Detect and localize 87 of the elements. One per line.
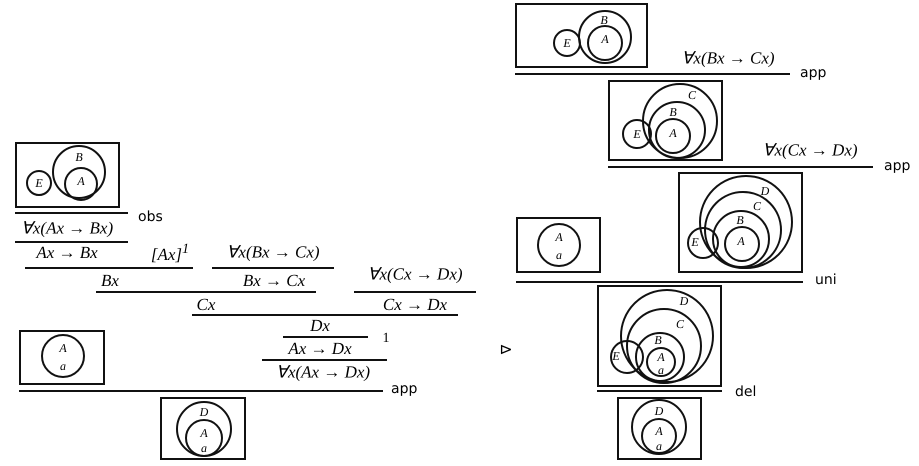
rule-name: app: [884, 158, 910, 174]
diagram-frame: [160, 397, 246, 460]
set-circle: [578, 10, 632, 64]
set-circle: [646, 347, 676, 377]
set-circle: [655, 118, 691, 154]
set-label: A: [59, 342, 67, 354]
set-circle: [642, 83, 718, 159]
set-label: A: [669, 127, 677, 139]
rule-name: app: [391, 381, 418, 397]
formula: ∀x(Bx → Cx): [681, 48, 775, 68]
element-label: a: [656, 440, 662, 452]
diagram-frame: [678, 172, 803, 273]
set-label: A: [601, 33, 609, 45]
diagram-frame: [597, 285, 722, 387]
rule-name: obs: [138, 209, 163, 225]
set-label: E: [633, 128, 641, 140]
formula: ∀x(Ax → Dx): [276, 362, 370, 382]
diagram-frame: [617, 397, 702, 460]
diagram-frame: [515, 3, 648, 68]
set-label: B: [654, 334, 662, 346]
set-circle: [176, 401, 232, 457]
diagram-frame: [608, 80, 723, 161]
formula: Cx: [196, 295, 216, 315]
set-label: A: [77, 175, 85, 187]
set-label: E: [612, 350, 620, 362]
set-label: A: [657, 351, 665, 363]
set-circle: [635, 332, 685, 382]
set-circle: [553, 29, 581, 57]
set-circle: [641, 418, 677, 454]
set-label: E: [691, 236, 699, 248]
formula: Dx: [310, 316, 330, 336]
set-circle: [712, 210, 770, 268]
formula: Ax → Bx: [36, 243, 98, 263]
set-circle: [41, 334, 85, 378]
set-circle: [587, 25, 623, 61]
formula: ∀x(Ax → Bx): [20, 218, 114, 238]
set-circle: [26, 170, 52, 196]
set-circle: [626, 308, 702, 384]
set-label: A: [555, 231, 563, 243]
rule-name: del: [735, 384, 756, 400]
set-label: B: [75, 151, 83, 163]
diagram-frame: [15, 142, 120, 208]
element-label: a: [201, 442, 207, 454]
formula: Cx → Dx: [382, 295, 448, 315]
set-label: A: [737, 235, 745, 247]
set-label: B: [600, 14, 608, 26]
set-label: C: [688, 89, 696, 101]
set-circle: [537, 223, 581, 267]
element-label: a: [60, 360, 66, 372]
element-label: a: [556, 249, 562, 261]
set-label: B: [736, 214, 744, 226]
set-circle: [631, 399, 687, 455]
formula: [Ax]$^{1}$: [150, 241, 190, 265]
set-label: C: [753, 200, 761, 212]
set-label: D: [760, 185, 770, 197]
set-circle: [52, 145, 106, 199]
set-circle: [622, 119, 652, 149]
set-circle: [699, 175, 793, 269]
set-circle: [64, 167, 98, 201]
formula: Bx → Cx: [242, 271, 306, 291]
set-circle: [620, 289, 714, 383]
relation-symbol: ⊳: [499, 340, 513, 358]
set-circle: [610, 340, 644, 374]
set-label: D: [680, 295, 688, 307]
formula: Ax → Dx: [288, 339, 352, 359]
set-label: E: [35, 177, 43, 189]
set-label: E: [563, 37, 571, 49]
set-circle: [724, 226, 760, 262]
set-label: A: [655, 425, 663, 437]
diagram-frame: [19, 330, 105, 385]
rule-name: uni: [815, 272, 837, 288]
set-label: C: [676, 318, 684, 330]
set-label: D: [654, 405, 664, 417]
formula: ∀x(Cx → Dx): [762, 140, 858, 160]
element-label: a: [658, 364, 664, 376]
set-circle: [185, 419, 223, 457]
set-circle: [687, 227, 719, 259]
rule-name: app: [800, 65, 826, 81]
set-circle: [648, 101, 706, 159]
discharge-mark: 1: [382, 331, 390, 347]
formula: ∀x(Bx → Cx): [226, 242, 320, 262]
formula: Bx: [101, 271, 119, 291]
set-label: A: [200, 427, 208, 439]
set-label: B: [669, 106, 677, 118]
formula: ∀x(Cx → Dx): [367, 264, 463, 284]
diagram-frame: [516, 217, 601, 273]
set-label: D: [200, 406, 208, 418]
